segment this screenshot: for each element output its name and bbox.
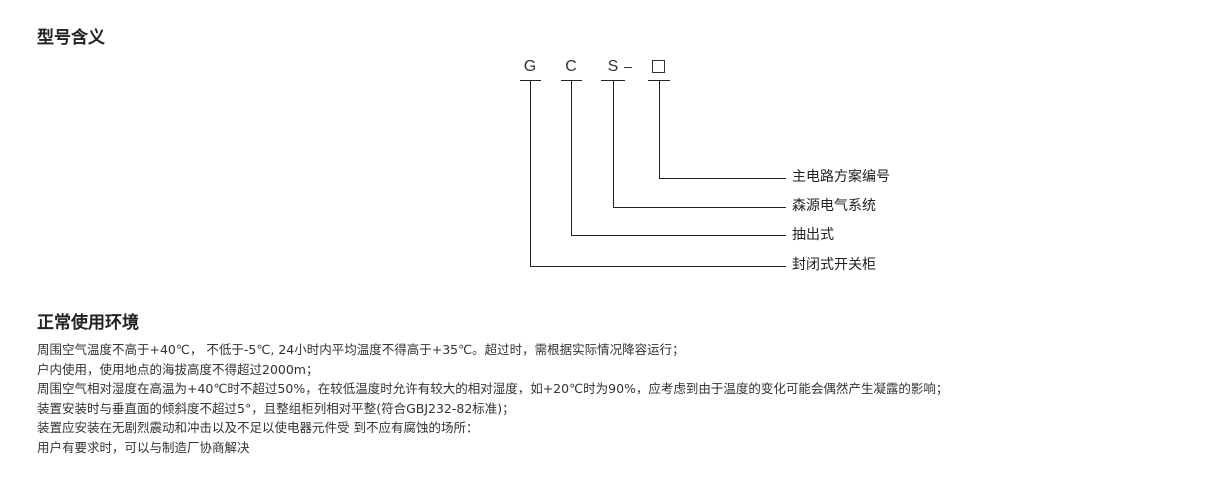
legend-label-enclosed-switchgear: 封闭式开关柜 [792,257,876,273]
list-item: 装置安装时与垂直面的倾斜度不超过5°，且整组柜列相对平整(符合GBJ232-82… [37,400,515,416]
legend-label-main-circuit-scheme: 主电路方案编号 [792,169,890,185]
connector-vertical-g [530,80,531,267]
connector-horizontal-box [659,178,786,179]
list-item: 户内使用，使用地点的海拔高度不得超过2000m； [37,361,319,377]
list-item: 用户有要求时，可以与制造厂协商解决 [37,439,250,455]
legend-label-senyuan-system: 森源电气系统 [792,198,876,214]
code-letter-s: S [607,58,619,75]
list-item: 周围空气相对湿度在高温为+40℃时不超过50%，在较低温度时允许有较大的相对湿度… [37,381,949,397]
normal-environment-heading: 正常使用环境 [37,313,139,333]
code-letter-g: G [523,58,537,75]
connector-horizontal-g [530,266,786,267]
code-letter-c: C [565,58,577,75]
environment-conditions-list: 周围空气温度不高于+40℃， 不低于-5℃, 24小时内平均温度不得高于+35℃… [37,340,948,458]
connector-vertical-s [613,80,614,208]
legend-label-withdrawable: 抽出式 [792,227,834,243]
model-meaning-heading: 型号含义 [37,28,105,48]
code-separator-dash [624,67,632,68]
list-item: 装置应安装在无剧烈震动和冲击以及不足以使电器元件受 到不应有腐蚀的场所： [37,420,479,436]
connector-horizontal-c [571,235,786,236]
connector-horizontal-s [613,207,786,208]
model-code-diagram: G C S 主电路方案编号 森源电气系统 抽出式 封闭式开关柜 [520,58,890,273]
code-placeholder-box [652,60,665,73]
connector-vertical-c [571,80,572,236]
list-item: 周围空气温度不高于+40℃， 不低于-5℃, 24小时内平均温度不得高于+35℃… [37,342,685,357]
connector-vertical-box [659,80,660,179]
